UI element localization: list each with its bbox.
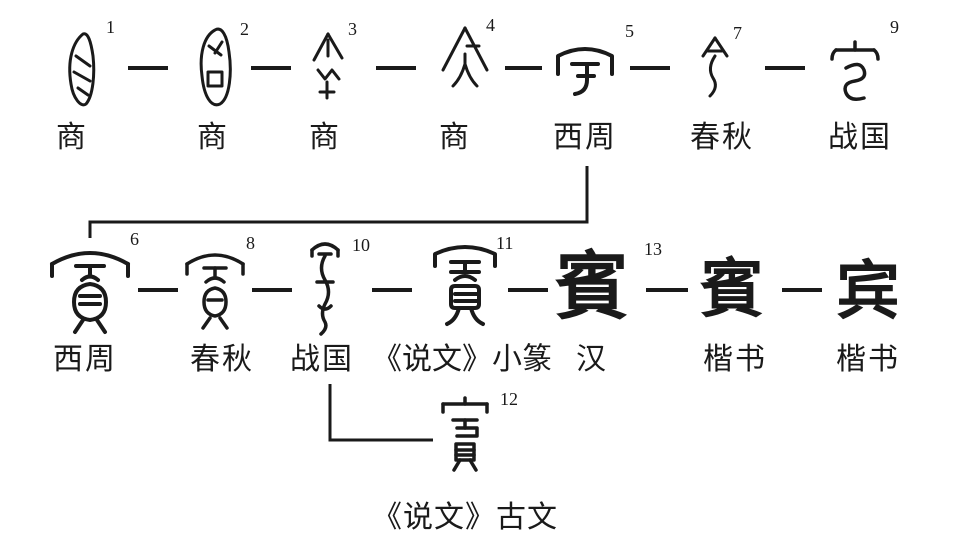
form-number: 6 <box>130 229 139 249</box>
glyph-form-8-spring-autumn <box>182 242 248 339</box>
period-label: 西周 <box>553 121 617 154</box>
form-number: 1 <box>106 17 115 37</box>
glyph-form-13-han-clerical: 賓 <box>555 247 629 329</box>
form-number: 12 <box>500 389 518 409</box>
period-label: 楷书 <box>836 343 900 376</box>
form-number: 11 <box>496 233 514 253</box>
glyph-form-9-warring-states <box>826 38 884 107</box>
form-number: 5 <box>625 21 634 41</box>
form-number: 3 <box>348 19 357 39</box>
period-label: 春秋 <box>690 121 754 154</box>
branch-connector <box>328 384 433 442</box>
period-label: 《说文》小篆 <box>372 343 552 376</box>
row-wrap-connector <box>88 166 589 238</box>
form-number: 10 <box>352 235 370 255</box>
glyph-form-10-warring-states <box>302 234 348 343</box>
period-label: 汉 <box>576 343 608 376</box>
period-label: 商 <box>309 121 341 154</box>
period-label: 商 <box>439 121 471 154</box>
glyph-form-6-western-zhou-bronze <box>46 240 134 341</box>
glyph-form-5-western-zhou-bronze <box>550 40 620 111</box>
glyph-form-7-spring-autumn <box>695 34 735 109</box>
period-label: 商 <box>197 121 229 154</box>
glyph-form-kaishu-simplified: 宾 <box>836 256 900 327</box>
glyph-form-4-shang-oracle <box>437 24 493 113</box>
period-label: 战国 <box>290 343 354 376</box>
glyph-form-1-shang-oracle <box>57 30 103 115</box>
period-label: 楷书 <box>703 343 767 376</box>
period-label: 商 <box>56 121 88 154</box>
form-number: 8 <box>246 233 255 253</box>
form-number: 2 <box>240 19 249 39</box>
period-label: 战国 <box>828 121 892 154</box>
glyph-form-kaishu-traditional: 賓 <box>700 254 764 325</box>
glyph-form-3-shang-oracle <box>304 30 350 109</box>
form-number: 4 <box>486 15 495 35</box>
glyph-form-12-shuowen-guwen <box>435 396 495 487</box>
period-label: 春秋 <box>190 343 254 376</box>
period-label: 西周 <box>53 343 117 376</box>
form-number: 9 <box>890 17 899 37</box>
glyph-form-11-shuowen-small-seal <box>427 240 503 339</box>
form-number: 7 <box>733 23 742 43</box>
form-number: 13 <box>644 239 662 259</box>
period-label: 《说文》古文 <box>372 501 558 534</box>
glyph-form-2-shang-oracle <box>191 26 239 115</box>
